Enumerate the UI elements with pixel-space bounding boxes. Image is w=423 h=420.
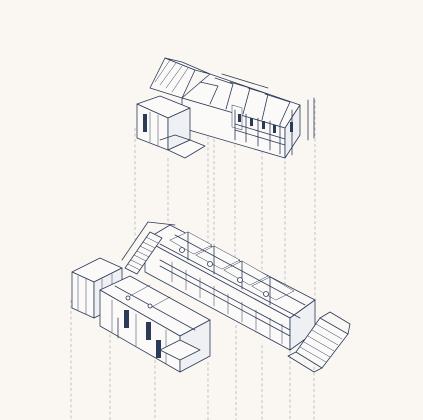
- entry-stairs: [287, 311, 351, 373]
- upper-floor-volume: [136, 57, 315, 159]
- lower-front-block: [99, 275, 211, 373]
- roof-slab: [149, 57, 196, 99]
- lower-floor-volume: [71, 221, 351, 373]
- lower-stair: [121, 221, 176, 275]
- lower-facade: [159, 259, 291, 345]
- upper-wing-step: [167, 139, 206, 159]
- upper-facade-bays: [231, 97, 315, 156]
- lower-rooms: [159, 231, 306, 319]
